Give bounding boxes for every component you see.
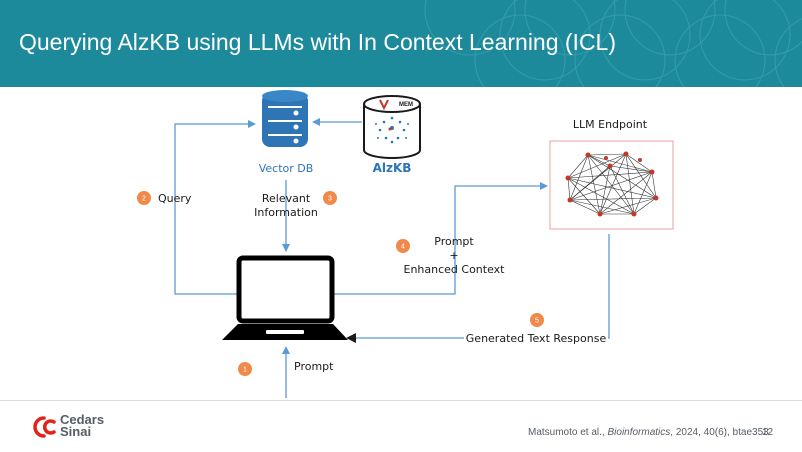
alzkb-database-icon: MEM bbox=[363, 95, 421, 159]
response-arrow bbox=[346, 234, 610, 343]
citation: Matsumoto et al., Bioinformatics, 2024, … bbox=[528, 427, 769, 438]
logo-line2: Sinai bbox=[60, 424, 92, 439]
step-1-badge: 1 bbox=[238, 362, 252, 376]
citation-suffix: , 2024, 40(6), btae353 bbox=[670, 427, 769, 438]
citation-journal: Bioinformatics bbox=[607, 427, 671, 438]
cedars-sinai-logo-text: Cedars Sinai bbox=[60, 412, 105, 439]
alzkb-label: AlzKB bbox=[373, 161, 412, 175]
step-4-label-line1: Prompt bbox=[434, 235, 474, 248]
step-4-label-line3: Enhanced Context bbox=[404, 263, 506, 276]
banner-pattern bbox=[424, 0, 802, 87]
citation-prefix: Matsumoto et al., bbox=[528, 427, 608, 438]
slide-title: Querying AlzKB using LLMs with In Contex… bbox=[19, 29, 617, 55]
database-icon bbox=[262, 90, 308, 147]
step-1-label: Prompt bbox=[294, 360, 334, 373]
step-2-badge: 2 bbox=[137, 191, 151, 205]
svg-text:2: 2 bbox=[142, 196, 146, 203]
step-4-badge: 4 bbox=[396, 239, 410, 253]
step-3-label-line1: Relevant bbox=[262, 192, 311, 205]
footer-divider bbox=[0, 400, 802, 401]
rag-diagram: Vector DB MEM AlzKB LLM Endpoint bbox=[137, 90, 674, 398]
page-number: 12 bbox=[762, 427, 774, 438]
step-3-label-line2: Information bbox=[254, 206, 318, 219]
laptop-icon bbox=[222, 255, 348, 340]
step-5-label: Generated Text Response bbox=[466, 332, 607, 345]
svg-text:5: 5 bbox=[535, 318, 539, 325]
enhanced-prompt-arrow bbox=[334, 182, 548, 295]
svg-text:4: 4 bbox=[401, 244, 405, 251]
step-3-badge: 3 bbox=[323, 191, 337, 205]
query-arrow bbox=[174, 120, 256, 295]
svg-text:1: 1 bbox=[243, 367, 247, 374]
step-2-label: Query bbox=[158, 192, 192, 205]
vector-db-label: Vector DB bbox=[259, 162, 314, 175]
svg-text:3: 3 bbox=[328, 196, 332, 203]
step-5-badge: 5 bbox=[530, 313, 544, 327]
alzkb-logo-text: MEM bbox=[399, 102, 413, 108]
logo-line1: Cedars bbox=[60, 412, 105, 427]
title-banner: Querying AlzKB using LLMs with In Contex… bbox=[0, 0, 802, 87]
llm-endpoint-label: LLM Endpoint bbox=[573, 118, 648, 131]
step-4-label-line2: + bbox=[449, 249, 458, 262]
llm-network-icon bbox=[549, 140, 674, 230]
cedars-sinai-logo-icon bbox=[33, 416, 56, 438]
